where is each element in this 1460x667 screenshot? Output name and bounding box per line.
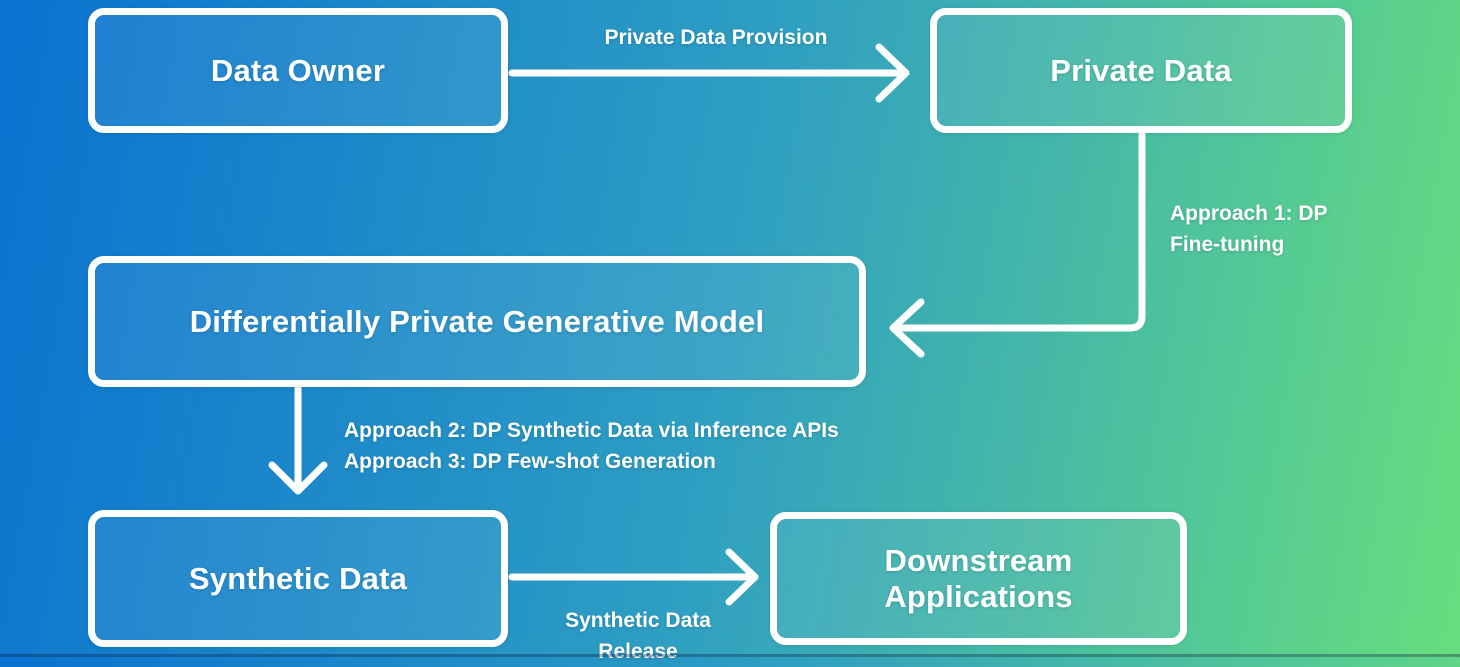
edge-approach-1	[889, 129, 1146, 358]
edge-label-text-line1: Approach 2: DP Synthetic Data via Infere…	[344, 419, 839, 442]
edge-label-text-line2: Approach 3: DP Few-shot Generation	[344, 450, 716, 473]
node-private-data: Private Data	[930, 8, 1352, 133]
edge-label-approach-1: Approach 1: DP Fine-tuning	[1170, 198, 1328, 260]
node-dp-generative-model-label: Differentially Private Generative Model	[189, 303, 765, 339]
edge-label-approach-2-3: Approach 2: DP Synthetic Data via Infere…	[344, 415, 839, 477]
edge-label-text-line1: Synthetic Data	[565, 609, 711, 632]
arrow-right-icon	[875, 43, 910, 103]
edge-approach-2-3	[268, 384, 328, 495]
edge-approach-1-line	[895, 129, 1146, 332]
node-downstream-applications-label: Downstream Applications	[884, 542, 1073, 614]
arrow-down-icon	[268, 461, 328, 495]
node-data-owner-label: Data Owner	[210, 52, 386, 88]
edge-label-text-line2: Release	[598, 640, 678, 663]
arrow-left-icon	[889, 298, 925, 358]
edge-label-text-line1: Approach 1: DP	[1170, 202, 1328, 225]
edge-label-synthetic-data-release: Synthetic Data Release	[518, 605, 758, 667]
node-synthetic-data: Synthetic Data	[88, 510, 508, 647]
edge-label-text-line2: Fine-tuning	[1170, 233, 1285, 256]
node-data-owner: Data Owner	[88, 8, 508, 133]
node-synthetic-data-label: Synthetic Data	[188, 560, 408, 596]
edge-label-private-data-provision: Private Data Provision	[516, 22, 916, 53]
edge-label-text: Private Data Provision	[604, 26, 828, 49]
arrow-right-icon	[725, 548, 759, 606]
edge-synthetic-data-release	[508, 548, 759, 606]
edge-private-data-provision	[508, 43, 910, 103]
node-dp-generative-model: Differentially Private Generative Model	[88, 256, 866, 387]
node-downstream-applications: Downstream Applications	[770, 512, 1187, 645]
node-private-data-label: Private Data	[1050, 52, 1232, 88]
bottom-edge-line	[0, 654, 1460, 657]
